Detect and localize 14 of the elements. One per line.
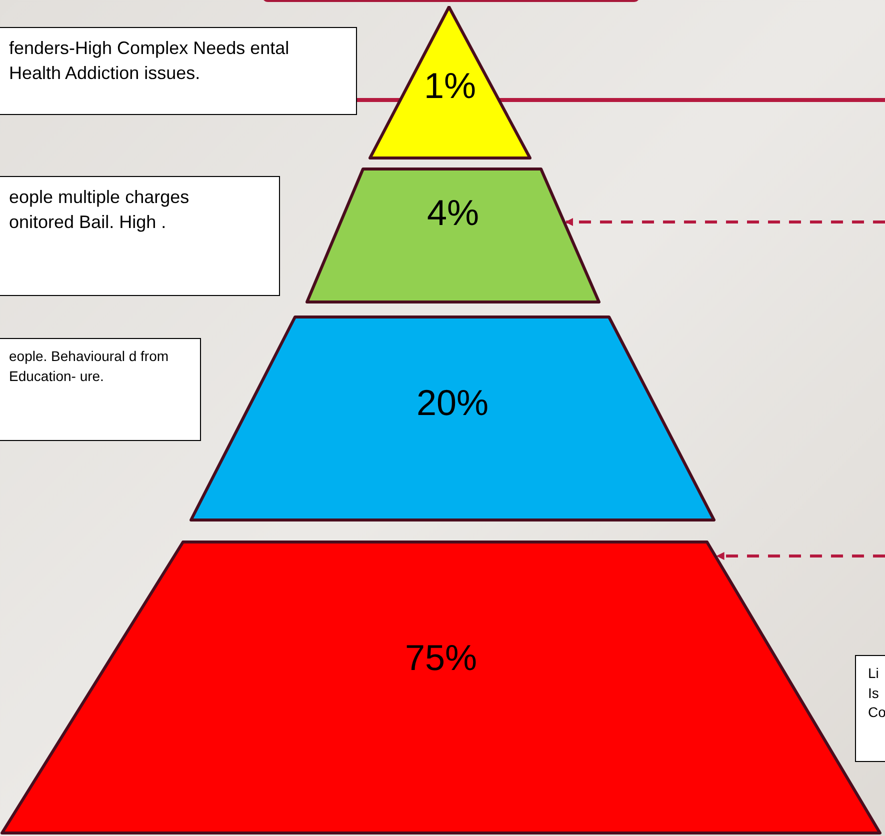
note-text: eople. Behavioural d from Education- ure.	[9, 347, 169, 386]
note-text: fenders-High Complex Needs ental Health Addiction issues.	[9, 37, 290, 86]
note-box	[0, 27, 357, 115]
percentage-label: 1%	[424, 68, 476, 104]
note-text: Li Is Co	[868, 664, 884, 722]
arrow	[565, 218, 885, 226]
percentage-label: 75%	[404, 640, 478, 676]
arrow	[716, 552, 885, 560]
percentage-label: 4%	[426, 195, 480, 231]
percentage-label: 20%	[416, 385, 489, 421]
note-text: eople multiple charges onitored Bail. High .	[9, 186, 190, 234]
note-box	[0, 176, 280, 296]
note-box	[855, 655, 885, 762]
note-box	[0, 338, 201, 441]
